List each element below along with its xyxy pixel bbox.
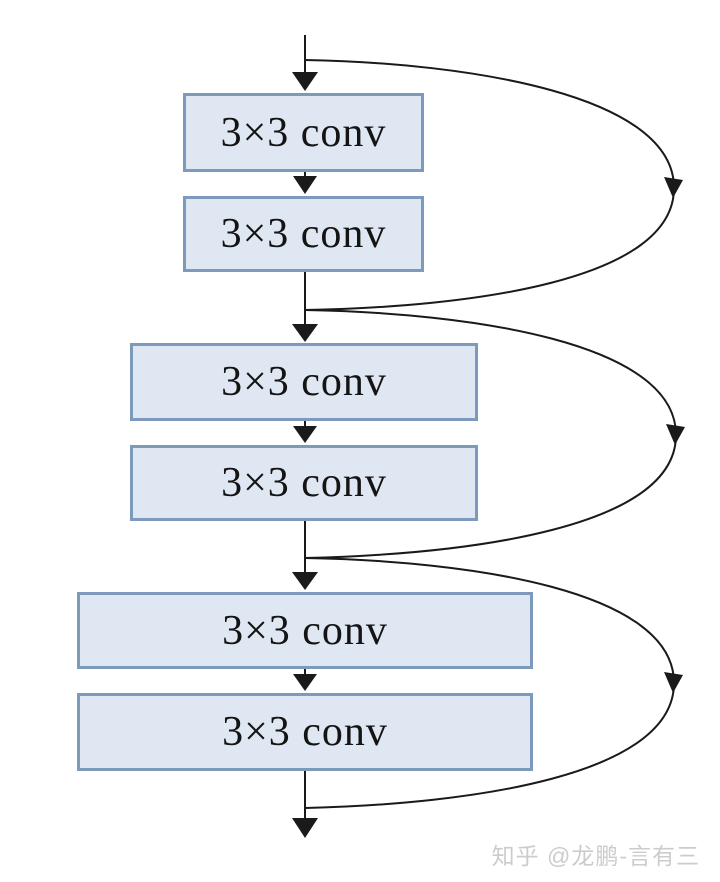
conv-block-3: 3×3 conv (130, 343, 478, 421)
conv-block-label: 3×3 conv (222, 607, 388, 654)
arrowhead-icon (664, 177, 683, 198)
conv-block-label: 3×3 conv (222, 709, 388, 755)
conv-block-label: 3×3 conv (220, 211, 387, 257)
arrowhead-icon (666, 424, 685, 445)
arrowhead-icon (293, 426, 317, 443)
conv-block-4: 3×3 conv (130, 445, 478, 521)
arrowhead-icon (292, 572, 318, 590)
arrowhead-icon (292, 818, 318, 838)
conv-block-label: 3×3 conv (221, 460, 387, 506)
conv-block-label: 3×3 conv (221, 359, 387, 405)
arrowhead-icon (292, 72, 318, 91)
conv-block-2: 3×3 conv (183, 196, 424, 272)
conv-block-6: 3×3 conv (77, 693, 533, 771)
arrowhead-icon (293, 176, 317, 194)
arrowhead-icon (293, 674, 317, 691)
conv-block-5: 3×3 conv (77, 592, 533, 669)
watermark: 知乎 @龙鹏-言有三 (491, 843, 700, 869)
conv-block-1: 3×3 conv (183, 93, 424, 172)
conv-block-label: 3×3 conv (220, 109, 387, 156)
arrowhead-icon (292, 324, 318, 342)
arrowhead-icon (664, 672, 683, 693)
